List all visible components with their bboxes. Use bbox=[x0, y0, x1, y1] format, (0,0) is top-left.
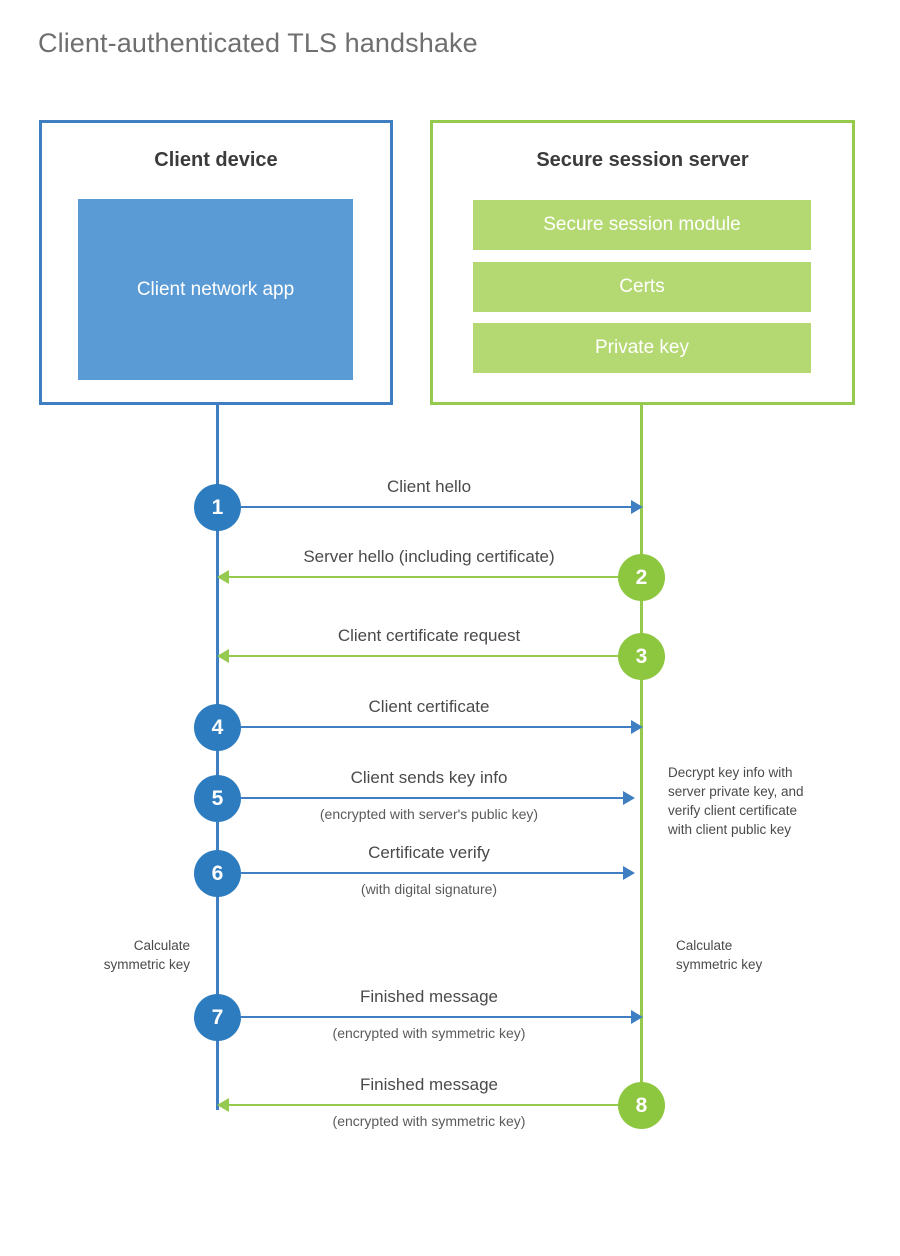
page-title: Client-authenticated TLS handshake bbox=[38, 28, 478, 58]
arrowhead-left-icon bbox=[217, 570, 229, 584]
step-marker-2: 2 bbox=[618, 553, 665, 601]
step-marker-8: 8 bbox=[618, 1081, 665, 1129]
message-label-2: Server hello (including certificate) bbox=[303, 547, 555, 566]
arrowhead-right-icon bbox=[631, 1010, 643, 1024]
arrowhead-left-icon bbox=[217, 649, 229, 663]
message-sublabel-5: (encrypted with server's public key) bbox=[319, 806, 539, 822]
message-arrow-1 bbox=[241, 506, 631, 508]
server-lifeline bbox=[640, 405, 643, 1105]
message-sublabel-8: (encrypted with symmetric key) bbox=[332, 1113, 526, 1129]
message-label-1: Client hello bbox=[386, 477, 472, 496]
client-device-box: Client device Client network app bbox=[39, 120, 393, 405]
arrowhead-left-icon bbox=[217, 1098, 229, 1112]
arrowhead-right-icon bbox=[623, 866, 635, 880]
message-label-5: Client sends key info bbox=[350, 768, 508, 787]
arrowhead-right-icon bbox=[631, 500, 643, 514]
message-sublabel-7: (encrypted with symmetric key) bbox=[332, 1025, 526, 1041]
client-device-title: Client device bbox=[154, 149, 278, 171]
private-key-block: Private key bbox=[473, 323, 811, 373]
message-label-7: Finished message bbox=[360, 987, 498, 1006]
client-network-app-block: Client network app bbox=[78, 199, 353, 380]
server-decrypt-note: Decrypt key info with server private key… bbox=[668, 765, 804, 838]
secure-session-server-title: Secure session server bbox=[536, 149, 749, 171]
step-marker-6: 6 bbox=[194, 849, 241, 897]
step-marker-5: 5 bbox=[194, 774, 241, 822]
message-label-8: Finished message bbox=[360, 1075, 498, 1094]
message-arrow-5 bbox=[241, 797, 623, 799]
server-calculate-symmetric-key-note: Calculate symmetric key bbox=[676, 938, 763, 973]
client-calculate-symmetric-key-note: Calculate symmetric key bbox=[103, 938, 190, 973]
step-marker-7: 7 bbox=[194, 993, 241, 1041]
arrowhead-right-icon bbox=[623, 791, 635, 805]
step-marker-4: 4 bbox=[194, 703, 241, 751]
message-label-6: Certificate verify bbox=[368, 843, 490, 862]
message-arrow-3 bbox=[229, 655, 618, 657]
secure-session-module-block: Secure session module bbox=[473, 200, 811, 250]
message-arrow-6 bbox=[241, 872, 623, 874]
step-marker-1: 1 bbox=[194, 483, 241, 531]
secure-session-server-box: Secure session server Secure session mod… bbox=[430, 120, 855, 405]
message-arrow-8 bbox=[229, 1104, 618, 1106]
message-label-4: Client certificate bbox=[368, 697, 490, 716]
client-lifeline bbox=[216, 405, 219, 1110]
message-arrow-4 bbox=[241, 726, 631, 728]
message-sublabel-6: (with digital signature) bbox=[360, 881, 498, 897]
step-marker-3: 3 bbox=[618, 632, 665, 680]
certs-block: Certs bbox=[473, 262, 811, 312]
message-arrow-7 bbox=[241, 1016, 631, 1018]
message-arrow-2 bbox=[229, 576, 618, 578]
arrowhead-right-icon bbox=[631, 720, 643, 734]
message-label-3: Client certificate request bbox=[337, 626, 521, 645]
